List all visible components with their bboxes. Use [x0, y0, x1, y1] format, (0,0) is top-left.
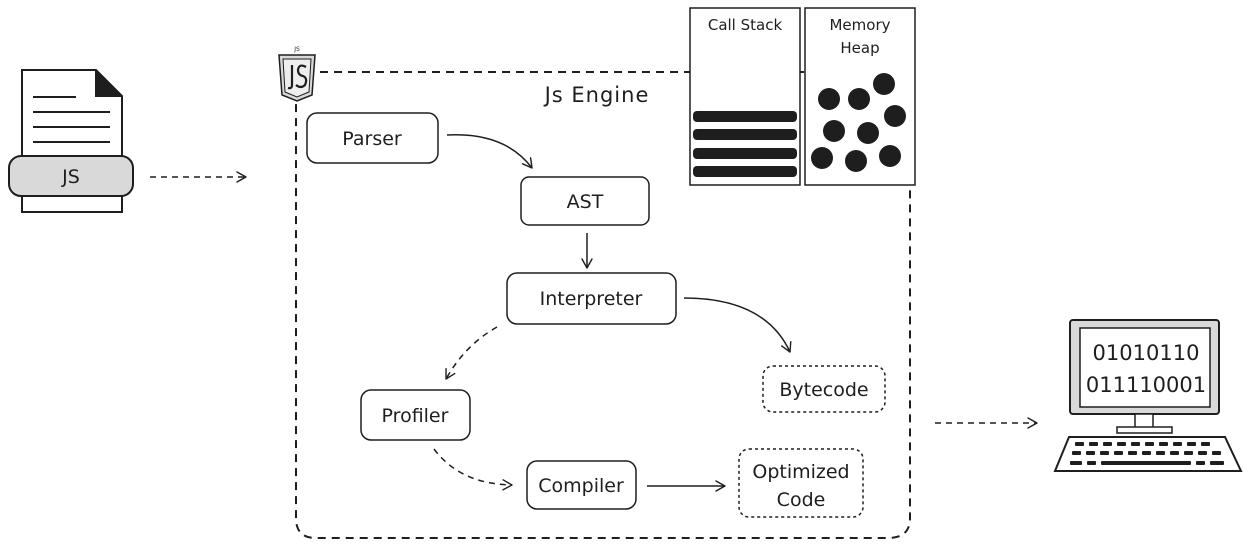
heap-object [884, 105, 906, 127]
optimized-code-label-line2: Code [777, 489, 826, 511]
profiler-to-compiler-arrow [433, 448, 513, 491]
memory-heap-label-line1: Memory [829, 16, 890, 34]
optimized-code-node: Optimized Code [738, 448, 864, 518]
heap-object [879, 145, 901, 167]
memory-heap-label-line2: Heap [840, 39, 879, 57]
heap-object [848, 88, 870, 110]
parser-node: Parser [306, 112, 439, 164]
stack-frame [693, 148, 797, 159]
heap-object [873, 73, 895, 95]
compiler-label: Compiler [538, 475, 624, 497]
stack-frame [693, 129, 797, 140]
parser-label: Parser [342, 128, 402, 150]
bytecode-label: Bytecode [779, 379, 868, 401]
profiler-node: Profiler [360, 389, 471, 441]
interpreter-label: Interpreter [540, 288, 643, 310]
js-logo-icon: JS [278, 46, 316, 102]
engine-title: Js Engine [543, 83, 650, 107]
engine-boundary [295, 71, 911, 539]
js-file-icon: JS [8, 69, 134, 213]
computer-icon: 01010110 011110001 [1053, 319, 1243, 472]
ast-node: AST [520, 176, 650, 226]
compiler-node: Compiler [526, 460, 637, 510]
optimized-code-label-line1: Optimized [752, 461, 849, 483]
heap-object [818, 88, 840, 110]
interpreter-to-bytecode-arrow [683, 297, 792, 353]
heap-object [857, 122, 879, 144]
bytecode-node: Bytecode [762, 365, 886, 413]
binary-line-2: 011110001 [1086, 373, 1206, 397]
js-file-label: JS [61, 166, 80, 188]
binary-line-1: 01010110 [1093, 341, 1200, 365]
js-file-label-band [8, 155, 134, 197]
heap-object [845, 150, 867, 172]
call-stack-label: Call Stack [708, 16, 783, 34]
stack-frame [693, 166, 797, 177]
interpreter-to-profiler-arrow [445, 326, 498, 380]
parser-to-ast-arrow [446, 134, 533, 169]
memory-heap-panel: Memory Heap [804, 7, 916, 186]
ast-label: AST [567, 191, 604, 213]
js-logo-caption: JS [293, 46, 300, 53]
keyboard-keys [1070, 442, 1224, 465]
heap-object [823, 120, 845, 142]
interpreter-node: Interpreter [506, 272, 677, 325]
profiler-label: Profiler [382, 405, 449, 427]
stack-frame [693, 111, 797, 122]
heap-object [811, 147, 833, 169]
call-stack-panel: Call Stack [689, 7, 801, 186]
